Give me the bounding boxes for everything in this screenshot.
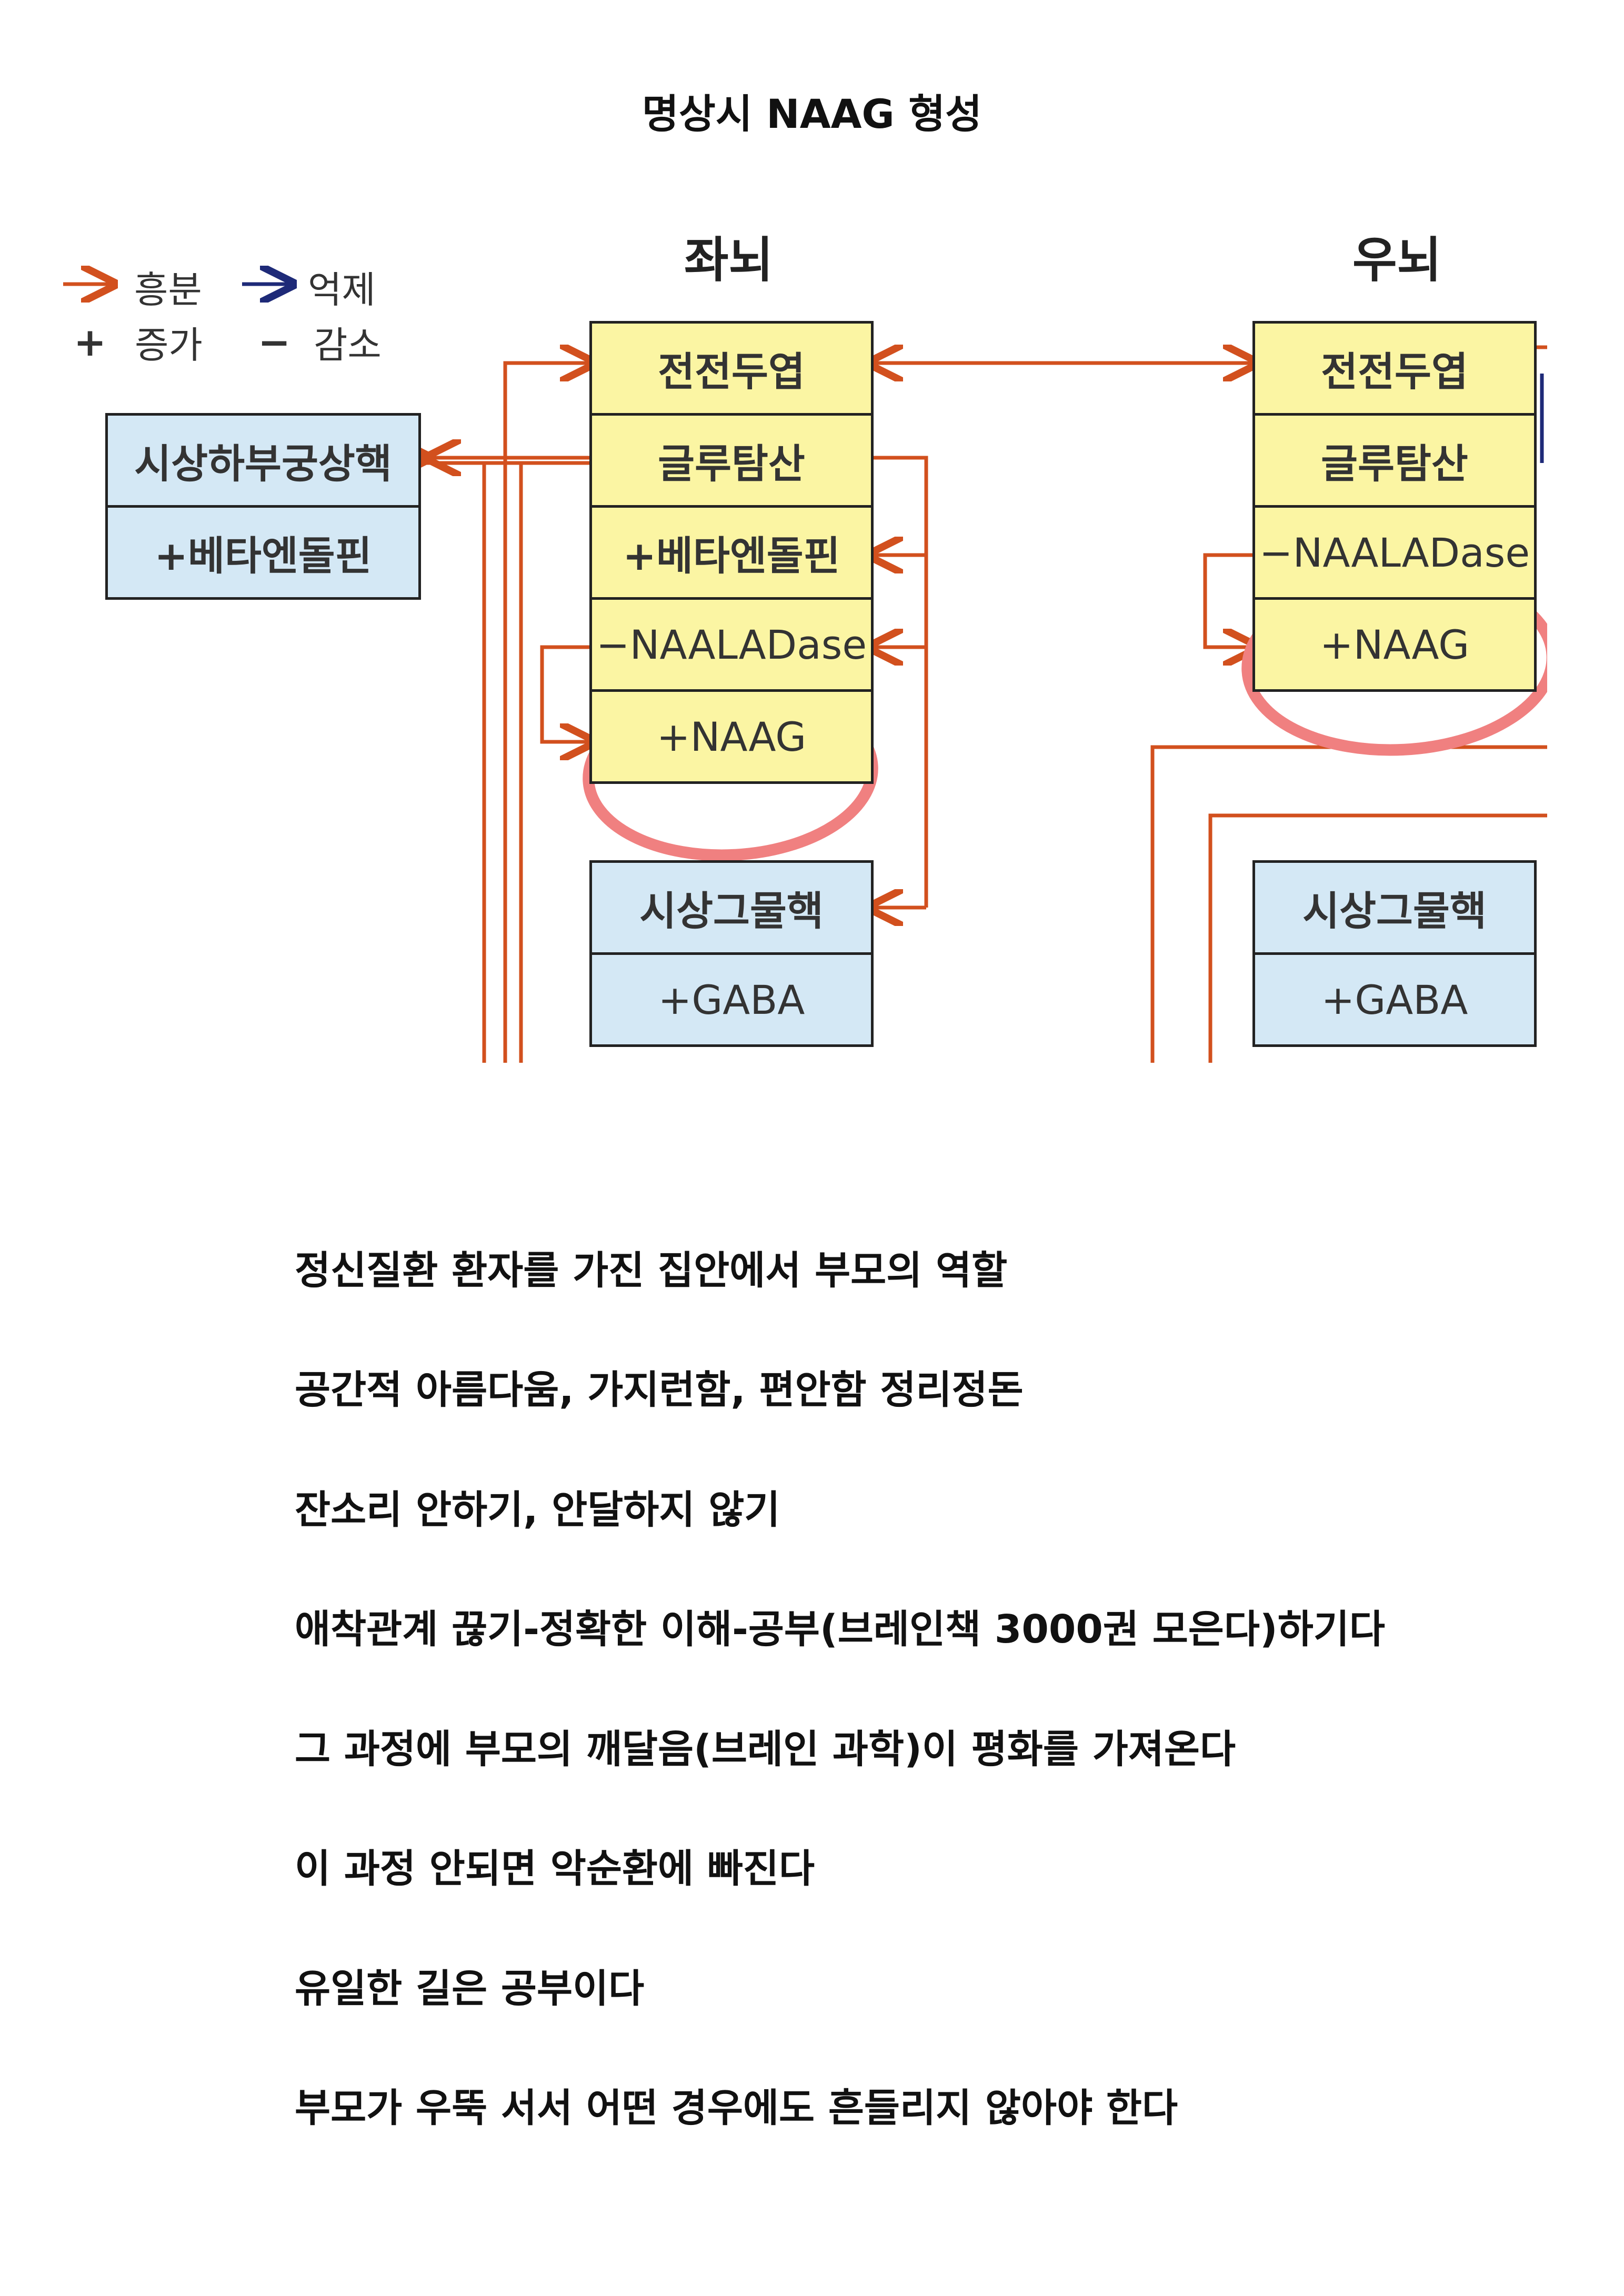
left-prefrontal-box: 전전두엽	[589, 321, 874, 416]
paragraph-2: 공간적 아름다움, 가지런함, 편안함 정리정돈	[295, 1367, 1024, 1413]
legend-decrease: − 감소	[258, 316, 382, 369]
right-naaladase-box: −NAALADase	[1252, 505, 1537, 600]
right-prefrontal-box: 전전두엽	[1252, 321, 1537, 416]
paragraph-8: 부모가 우뚝 서서 어떤 경우에도 흔들리지 않아야 한다	[295, 2086, 1178, 2131]
legend-excite: 흥분	[134, 260, 202, 314]
page-title: 명상시 NAAG 형성	[641, 90, 983, 137]
right-hemisphere-label: 우뇌	[1352, 232, 1442, 288]
right-glutamate-box: 글루탐산	[1252, 413, 1537, 508]
arrow-left-naaladase-to-naag	[540, 645, 589, 742]
legend-inhibit-label: 억제	[308, 268, 376, 311]
line-right-down-2	[1208, 813, 1547, 1063]
legend-excite-label: 흥분	[134, 268, 202, 311]
left-betaendorphin-box: +베타엔돌핀	[589, 505, 874, 600]
legend-increase-label: 증가	[135, 324, 203, 367]
paragraph-5: 그 과정에 부모의 깨달음(브레인 과학)이 평화를 가져온다	[295, 1727, 1236, 1772]
legend-inhibit: 억제	[308, 260, 376, 314]
right-naag-box: +NAAG	[1252, 597, 1537, 692]
hypothalamus-box: 시상하부궁상핵	[105, 413, 421, 508]
left-naaladase-box: −NAALADase	[589, 597, 874, 692]
minus-icon: −	[258, 319, 291, 365]
left-thalamic-reticular-box: 시상그물핵	[589, 860, 874, 955]
paragraph-7: 유일한 길은 공부이다	[295, 1966, 645, 2011]
arrow-right-naaladase-to-naag	[1203, 553, 1252, 647]
paragraph-3: 잔소리 안하기, 안달하지 않기	[295, 1487, 780, 1533]
left-hemisphere-label: 좌뇌	[684, 232, 774, 288]
plus-icon: +	[74, 319, 107, 365]
left-glutamate-box: 글루탐산	[589, 413, 874, 508]
right-thalamic-reticular-box: 시상그물핵	[1252, 860, 1537, 955]
legend-increase: + 증가	[74, 316, 203, 369]
line-left-glutamate-loop	[868, 456, 928, 908]
hypothalamus-betaendorphin-box: +베타엔돌핀	[105, 505, 421, 600]
paragraph-4: 애착관계 끊기-정확한 이해-공부(브레인책 3000권 모은다)하기다	[295, 1607, 1385, 1652]
paragraph-1: 정신질환 환자를 가진 집안에서 부모의 역할	[295, 1248, 1008, 1293]
left-naag-box: +NAAG	[589, 689, 874, 784]
arrow-to-left-prefrontal	[503, 363, 589, 1063]
neural-diagram: 흥분 억제 + 증가 − 감소 좌뇌 우뇌 시상하부궁상핵 +베타엔돌핀 전전두…	[53, 205, 1547, 1063]
paragraph-6: 이 과정 안되면 악순환에 빠진다	[295, 1846, 815, 1891]
right-gaba-box: +GABA	[1252, 952, 1537, 1047]
diagram-arrows	[63, 205, 1547, 1063]
legend-decrease-label: 감소	[314, 324, 382, 367]
left-gaba-box: +GABA	[589, 952, 874, 1047]
